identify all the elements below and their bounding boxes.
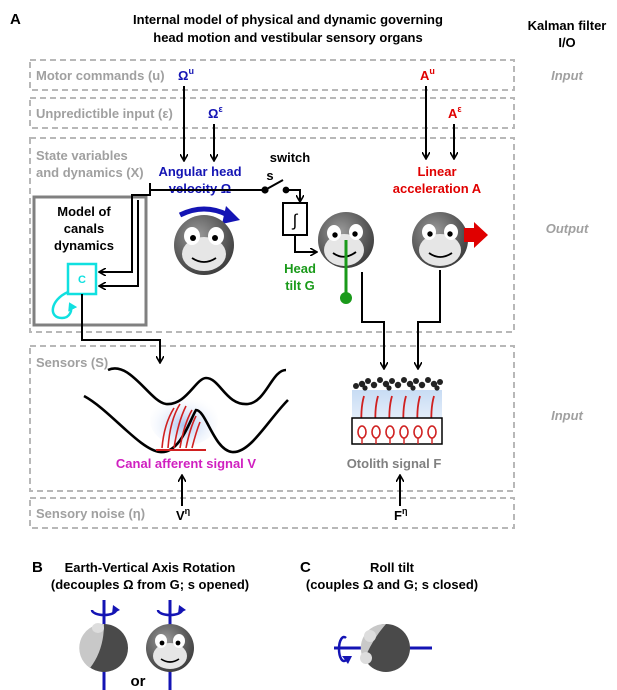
sensors-row <box>29 345 515 492</box>
head-tilt-icon <box>318 212 374 268</box>
canal-sensor-icon <box>83 367 289 454</box>
head-angular-icon <box>174 215 234 275</box>
otolith-signal-label: Otolith signal F <box>347 456 442 471</box>
unpredictable-input-label: Unpredictible input (ε) <box>36 106 173 121</box>
motor-commands-row <box>29 59 515 91</box>
panel-a-letter: A <box>10 11 21 28</box>
roll-tilt-head-icon <box>334 623 432 672</box>
canal-afferent-signal-label: Canal afferent signal V <box>116 456 256 471</box>
panel-c-title-line2: (couples Ω and G; s closed) <box>306 577 478 592</box>
panel-a-title-line1: Internal model of physical and dynamic g… <box>133 12 443 27</box>
canal-c-label: C <box>78 274 86 286</box>
angular-velocity-label-line1: Angular head <box>158 164 241 179</box>
panel-c-title-line1: Roll tilt <box>370 560 415 575</box>
panel-b-title-line1: Earth-Vertical Axis Rotation <box>65 560 236 575</box>
angular-velocity-label-line2: velocity Ω <box>169 181 231 196</box>
arrow-omega-to-canal-2 <box>100 200 139 286</box>
kalman-title-line1: Kalman filter <box>528 18 607 33</box>
f-eta-symbol: Fη <box>394 506 407 523</box>
io-input-top: Input <box>551 68 583 83</box>
switch-s-label: s <box>266 168 273 183</box>
integrator-block: ∫ <box>282 202 316 252</box>
arrow-canal-to-sensor <box>81 294 160 362</box>
omega-e-symbol: Ωε <box>208 104 223 121</box>
arrow-tilt-to-otolith <box>361 272 384 368</box>
head-tilt-label-line1: Head <box>284 261 316 276</box>
canal-feedback-loop-icon <box>51 290 78 320</box>
angular-rotation-arrowhead-icon <box>222 206 240 224</box>
linear-accel-label-line1: Linear <box>417 164 456 179</box>
a-e-symbol: Aε <box>448 104 462 121</box>
state-variables-row <box>29 137 515 333</box>
state-variables-label-line2: and dynamics (X) <box>36 165 144 180</box>
arrow-accel-to-otolith <box>418 270 441 368</box>
omega-u-symbol: Ωu <box>178 66 194 83</box>
motor-commands-label: Motor commands (u) <box>36 68 165 83</box>
sensory-noise-row <box>29 497 515 529</box>
switch-label: switch <box>270 150 311 165</box>
sensory-noise-label: Sensory noise (η) <box>36 506 145 521</box>
v-eta-symbol: Vη <box>176 506 190 523</box>
panel-c-letter: C <box>300 559 311 576</box>
kalman-title-line2: I/O <box>558 35 575 50</box>
panel-b-title-line2: (decouples Ω from G; s opened) <box>51 577 249 592</box>
canal-model-label-line2: canals <box>64 221 104 236</box>
state-variables-label-line1: State variables <box>36 148 128 163</box>
canal-c-box <box>66 262 98 296</box>
canal-model-label-line1: Model of <box>57 204 111 219</box>
panel-a-title-line2: head motion and vestibular sensory organ… <box>153 30 422 45</box>
linear-accel-label-line2: acceleration A <box>393 181 482 196</box>
head-tilt-gravity-bob <box>340 292 352 304</box>
canal-model-label-line3: dynamics <box>54 238 114 253</box>
a-u-symbol: Au <box>420 66 435 83</box>
io-output: Output <box>546 221 589 236</box>
linear-accel-arrowhead-icon <box>474 222 488 248</box>
linear-accel-arrow-shaft-icon <box>464 228 474 242</box>
canal-model-box <box>32 195 148 327</box>
head-tilt-label-line2: tilt G <box>285 278 315 293</box>
sensors-label: Sensors (S) <box>36 355 108 370</box>
arrow-omega-to-canal-1 <box>100 190 151 272</box>
evar-head-back-icon <box>79 600 128 690</box>
head-linear-icon <box>412 212 468 268</box>
panel-b-or: or <box>131 673 146 690</box>
integrator-symbol: ∫ <box>292 211 299 230</box>
io-input-bottom: Input <box>551 408 583 423</box>
unpredictable-input-row <box>29 97 515 129</box>
panel-b-letter: B <box>32 559 43 576</box>
evar-head-front-icon <box>146 600 194 690</box>
angular-rotation-arrow-icon <box>178 206 230 218</box>
otolith-sensor-icon <box>351 377 443 445</box>
